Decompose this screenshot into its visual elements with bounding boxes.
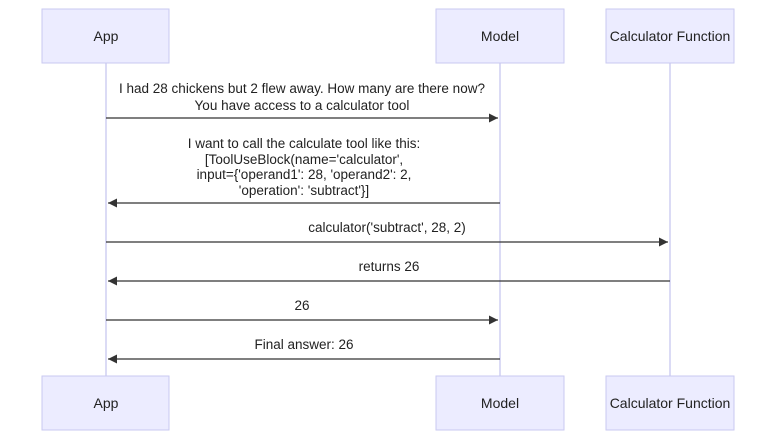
message-2-line-4: 'operation': 'subtract'}] <box>239 183 369 198</box>
message-3-line-1: calculator('subtract', 28, 2) <box>308 220 465 235</box>
actor-calculator-top: Calculator Function <box>605 8 735 64</box>
actor-calculator-top-label: Calculator Function <box>610 28 731 44</box>
actor-app-bottom: App <box>41 375 170 431</box>
message-6-line-1: Final answer: 26 <box>254 337 353 352</box>
actor-model-top-label: Model <box>481 28 519 44</box>
message-1-line-1: I had 28 chickens but 2 flew away. How m… <box>119 81 485 96</box>
message-6: Final answer: 26 <box>108 337 500 364</box>
message-5-line-1: 26 <box>294 298 309 313</box>
message-5: 26 <box>106 298 498 325</box>
message-4-line-1: returns 26 <box>359 259 420 274</box>
message-2-line-2: [ToolUseBlock(name='calculator', <box>205 152 403 167</box>
actor-app-bottom-label: App <box>94 395 119 411</box>
message-1-line-2: You have access to a calculator tool <box>195 98 410 113</box>
message-2-line-3: input={'operand1': 28, 'operand2': 2, <box>197 167 412 182</box>
actor-calculator-bottom: Calculator Function <box>605 375 735 431</box>
message-3: calculator('subtract', 28, 2) <box>106 220 668 247</box>
message-2-line-1: I want to call the calculate tool like t… <box>188 136 421 151</box>
actor-model-bottom-label: Model <box>481 395 519 411</box>
actor-calculator-bottom-label: Calculator Function <box>610 395 731 411</box>
message-1: I had 28 chickens but 2 flew away. How m… <box>106 81 498 123</box>
actor-model-bottom: Model <box>435 375 565 431</box>
message-2: I want to call the calculate tool like t… <box>108 136 500 208</box>
actor-app-top-label: App <box>94 28 119 44</box>
message-4: returns 26 <box>108 259 670 286</box>
actor-app-top: App <box>41 8 170 64</box>
actor-model-top: Model <box>435 8 565 64</box>
